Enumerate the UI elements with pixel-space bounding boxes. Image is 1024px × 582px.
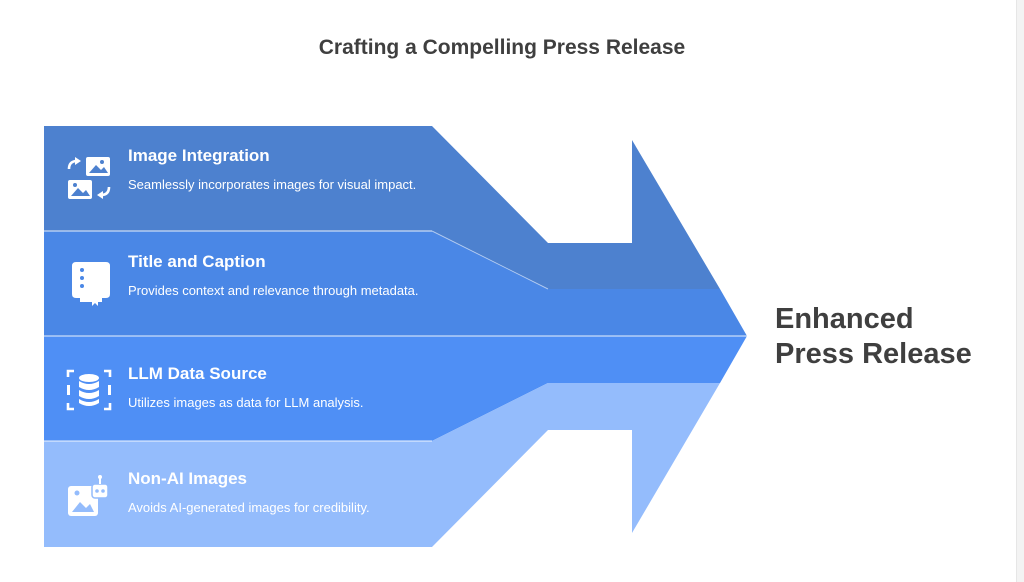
result-line-1: Enhanced: [775, 303, 914, 335]
band-separator: [431, 230, 549, 290]
band-non-ai-images: [44, 383, 720, 547]
row-llm-data-source: LLM Data Source Utilizes images as data …: [128, 364, 428, 411]
result-label: Enhanced Press Release: [775, 302, 1005, 372]
robot-image-icon: [66, 474, 112, 520]
row-heading: Title and Caption: [128, 252, 266, 271]
row-description: Seamlessly incorporates images for visua…: [128, 177, 417, 192]
page-edge: [1016, 0, 1024, 582]
diagram-title: Crafting a Compelling Press Release: [318, 36, 686, 59]
row-heading: Non-AI Images: [128, 469, 248, 488]
notebook-icon: [68, 260, 114, 306]
image-swap-icon: [66, 155, 112, 201]
band-llm-data-source: [44, 336, 747, 441]
band-image-integration: [44, 126, 720, 289]
row-title-caption: Title and Caption Provides context and r…: [128, 252, 428, 299]
row-heading: Image Integration: [128, 146, 270, 165]
row-description: Utilizes images as data for LLM analysis…: [128, 395, 364, 410]
database-icon: [66, 367, 112, 413]
band-title-caption: [44, 231, 747, 336]
row-non-ai-images: Non-AI Images Avoids AI-generated images…: [128, 469, 428, 516]
row-description: Provides context and relevance through m…: [128, 283, 419, 298]
row-description: Avoids AI-generated images for credibili…: [128, 500, 370, 515]
row-heading: LLM Data Source: [128, 364, 267, 383]
result-line-2: Press Release: [775, 338, 972, 370]
row-image-integration: Image Integration Seamlessly incorporate…: [128, 146, 428, 193]
